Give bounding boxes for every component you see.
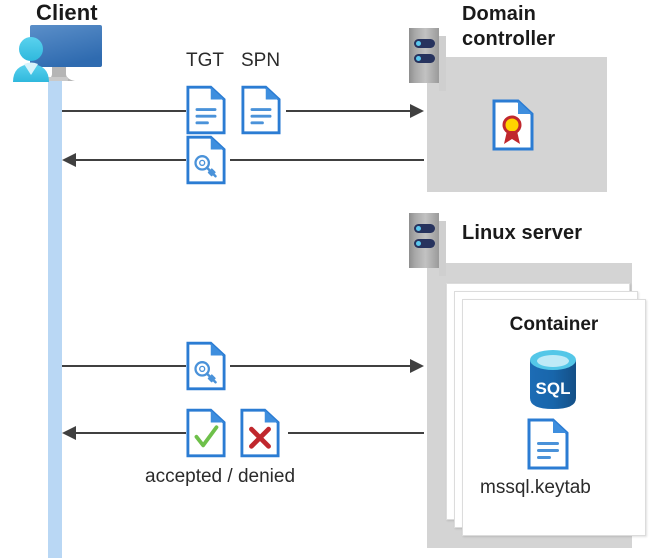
server-rack-icon — [409, 213, 446, 276]
accepted-document-icon — [186, 408, 226, 463]
tgt-label: TGT — [186, 50, 224, 71]
keytab-document-icon — [527, 418, 569, 475]
server-rack-icon — [409, 28, 446, 91]
keytab-label: mssql.keytab — [480, 477, 591, 498]
accepted-denied-label: accepted / denied — [145, 466, 296, 487]
container-title: Container — [509, 314, 599, 335]
arrow-client-to-linux — [62, 359, 424, 378]
ticket-key-document-icon — [186, 135, 226, 190]
linux-server-title: Linux server — [462, 222, 583, 244]
arrow-client-to-dc — [62, 104, 424, 123]
denied-document-icon — [240, 408, 280, 463]
client-title: Client — [36, 0, 98, 25]
client-lifeline — [48, 78, 62, 558]
domain-controller-title: Domain controller — [462, 2, 632, 52]
rack-led — [414, 224, 435, 233]
rack-led — [414, 54, 435, 63]
certificate-document-icon — [492, 99, 534, 156]
sql-database-icon: SQL — [524, 348, 582, 415]
client-icon — [8, 22, 108, 92]
rack-led — [414, 39, 435, 48]
domain-controller-title-line1: Domain — [462, 3, 536, 25]
rack-led — [414, 239, 435, 248]
request-key-document-icon — [186, 341, 226, 396]
spn-label: SPN — [241, 50, 281, 71]
tgt-document-icon — [186, 85, 226, 140]
arrow-linux-to-client — [62, 426, 424, 445]
arrow-dc-to-client — [62, 153, 424, 172]
container-card-front: Container — [462, 299, 646, 536]
sql-label: SQL — [536, 379, 571, 398]
domain-controller-title-line2: controller — [462, 28, 556, 50]
spn-document-icon — [241, 85, 281, 140]
